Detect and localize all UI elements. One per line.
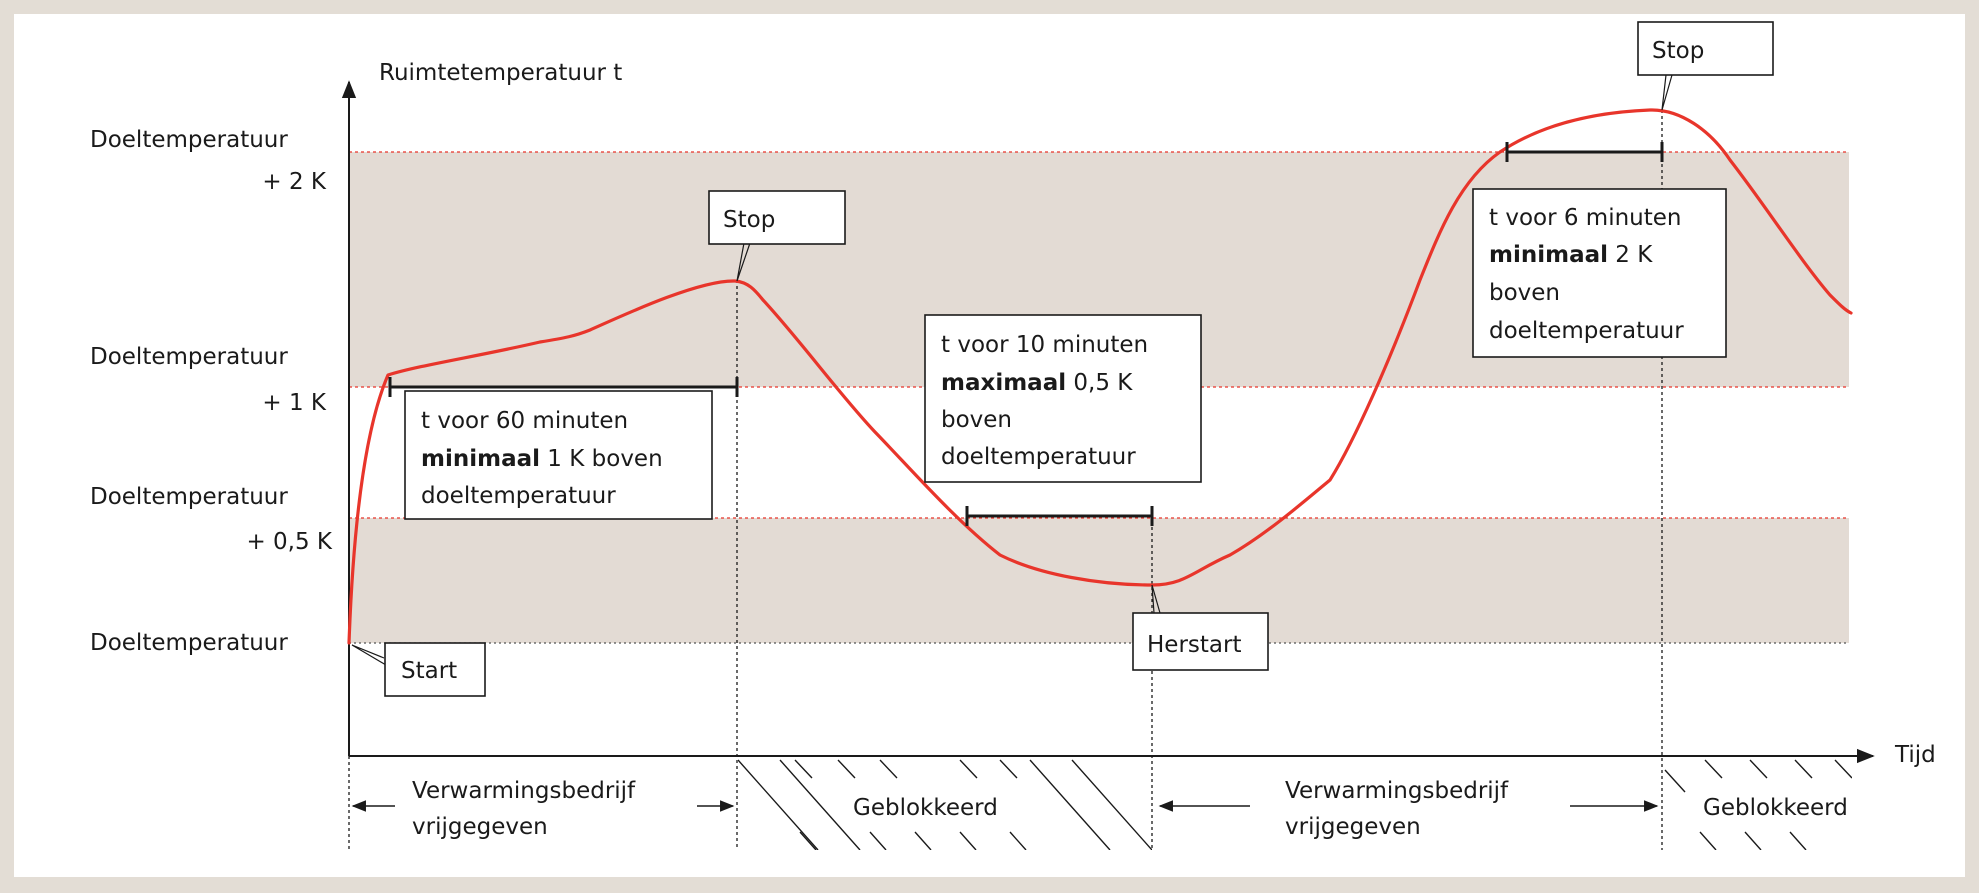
duration-bar-60min [388,377,739,397]
leader-restart [1151,584,1161,614]
level-05k-label-line1: Doeltemperatuur [90,484,288,510]
level-1k-label-line2: + 1 K [262,390,327,416]
hatch-blocked-2 [1664,759,1852,850]
x-axis-label: Tijd [1894,742,1936,768]
condition-60min-line2-rest: 1 K boven [540,446,663,472]
stop2-callout: Stop [1637,21,1774,76]
leader-stop1 [736,242,751,282]
condition-60min-line2: minimaal 1 K boven [421,446,663,472]
phase3-label-line1: Verwarmingsbedrijf [1285,778,1509,804]
stop1-callout: Stop [708,190,846,245]
condition-6min-line2-rest: 2 K [1608,242,1653,268]
phase3-label-bg [1272,773,1562,843]
stop1-label: Stop [723,207,775,233]
condition-6min-line3: boven [1489,280,1560,306]
restart-callout: Herstart [1132,612,1269,671]
stop2-label: Stop [1652,38,1704,64]
start-label: Start [401,658,457,684]
duration-bar-6min [1505,142,1664,162]
leader-start [351,644,387,666]
duration-bar-10min [965,506,1154,526]
condition-60min-callout: t voor 60 minuten minimaal 1 K boven doe… [404,390,713,520]
condition-10min-line3: boven [941,407,1012,433]
condition-6min-bold: minimaal [1489,242,1608,268]
condition-60min-bold: minimaal [421,446,540,472]
phase2-label-bg [845,788,1023,824]
y-axis-label: Ruimtetemperatuur t [379,60,622,86]
level-05k-label-line2: + 0,5 K [246,529,332,555]
phase4-label-bg [1697,788,1867,824]
phase3-label-line2: vrijgegeven [1285,814,1421,840]
level-target-label: Doeltemperatuur [90,630,288,656]
leader-stop2 [1661,74,1673,111]
hatch-blocked-1 [738,759,1152,850]
condition-60min-line1: t voor 60 minuten [421,408,628,434]
phase1-label-line1: Verwarmingsbedrijf [412,778,636,804]
phase2-label: Geblokkeerd [853,795,998,821]
phase4-label: Geblokkeerd [1703,795,1848,821]
condition-6min-line4: doeltemperatuur [1489,318,1684,344]
condition-10min-bold: maximaal [941,370,1066,396]
condition-60min-line3: doeltemperatuur [421,483,616,509]
level-2k-label-line2: + 2 K [262,169,327,195]
level-1k-label-line1: Doeltemperatuur [90,344,288,370]
condition-10min-callout: t voor 10 minuten maximaal 0,5 K boven d… [924,314,1202,483]
restart-label: Herstart [1147,632,1241,658]
condition-10min-line2-rest: 0,5 K [1066,370,1133,396]
start-callout: Start [384,642,486,697]
temperature-curve [347,108,1853,645]
level-2k-label-line1: Doeltemperatuur [90,127,288,153]
condition-10min-line2: maximaal 0,5 K [941,370,1133,396]
condition-10min-line4: doeltemperatuur [941,444,1136,470]
condition-6min-line1: t voor 6 minuten [1489,205,1682,231]
condition-10min-line1: t voor 10 minuten [941,332,1148,358]
phase1-label-line2: vrijgegeven [412,814,548,840]
condition-6min-line2: minimaal 2 K [1489,242,1653,268]
phase1-label-bg [405,773,675,843]
condition-6min-callout: t voor 6 minuten minimaal 2 K boven doel… [1472,188,1727,358]
